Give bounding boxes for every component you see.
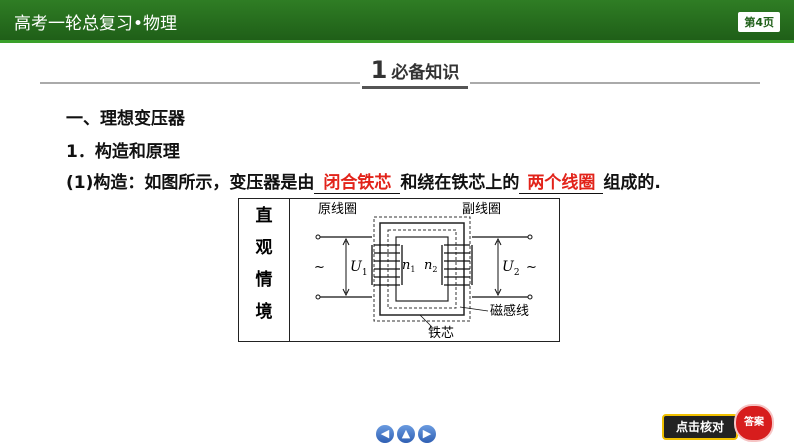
label-char: 境: [255, 302, 273, 322]
label-char: 情: [255, 270, 273, 290]
sentence-prefix: (1)构造：如图所示，变压器是由: [66, 173, 315, 193]
sentence-middle: 和绕在铁芯上的: [400, 173, 520, 193]
u2-label: U2: [502, 259, 520, 278]
top-banner: 高考一轮总复习•物理 第4页: [0, 0, 794, 40]
primary-coil: [371, 244, 403, 286]
structure-sentence: (1)构造：如图所示，变压器是由闭合铁芯和绕在铁芯上的两个线圈组成的.: [66, 168, 661, 194]
primary-coil-label: 原线圈: [318, 202, 357, 217]
section-number: 1: [370, 56, 388, 84]
next-slide-button[interactable]: ▶: [418, 425, 436, 443]
answer-button[interactable]: 答案: [734, 404, 774, 442]
u1-arrowheads: [342, 237, 350, 297]
check-answer-button[interactable]: 点击核对: [662, 414, 738, 440]
terminal: [527, 234, 533, 240]
page-number-badge: 第4页: [738, 12, 780, 32]
label-char: 观: [255, 238, 273, 258]
n1-label: n1: [402, 258, 415, 274]
label-char: 直: [255, 206, 273, 226]
u1-label: U1: [350, 259, 368, 278]
secondary-coil-label: 副线圈: [462, 202, 501, 217]
transformer-figure: 原线圈 副线圈 ~ ~ U1 U2 n1 n2 磁感线 铁芯: [314, 202, 537, 341]
n2-label: n2: [424, 258, 437, 274]
slide-navigation: ◀▲▶: [376, 422, 439, 443]
course-title: 高考一轮总复习•物理: [14, 14, 178, 34]
prev-slide-button[interactable]: ◀: [376, 425, 394, 443]
sentence-suffix: 组成的.: [603, 173, 661, 193]
answer-blank-core: 闭合铁芯: [314, 168, 401, 194]
secondary-coil: [441, 244, 473, 286]
section-rule-left: [40, 82, 360, 84]
core-label: 铁芯: [428, 326, 454, 341]
flux-lines-label: 磁感线: [490, 303, 529, 319]
terminal: [527, 294, 533, 300]
diagram-label: 直 观 情 境: [239, 199, 290, 341]
terminal: [315, 294, 321, 300]
section-title: 必备知识: [391, 63, 460, 83]
heading-ideal-transformer: 一、理想变压器: [66, 109, 185, 129]
section-rule-right: [470, 82, 760, 84]
home-button[interactable]: ▲: [397, 425, 415, 443]
transformer-diagram: 直 观 情 境 原线圈 副线圈 ~ ~ U1 U2: [238, 198, 560, 342]
u2-arrowheads: [494, 237, 502, 297]
banner-divider: [0, 40, 794, 43]
answer-blank-coils: 两个线圈: [519, 168, 604, 194]
ac-load-symbol: ~: [526, 260, 537, 275]
heading-structure: 1．构造和原理: [66, 142, 180, 162]
terminal: [315, 234, 321, 240]
flux-pointer: [459, 306, 489, 312]
core-pointer: [419, 314, 433, 328]
ac-source-symbol: ~: [314, 260, 325, 275]
